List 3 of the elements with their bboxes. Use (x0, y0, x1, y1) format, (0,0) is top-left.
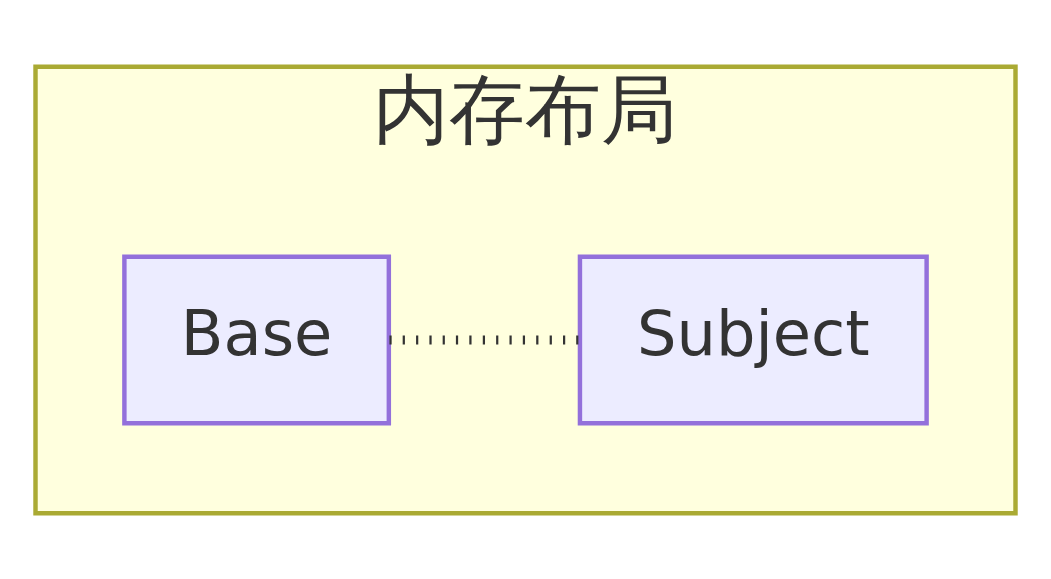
node-box: Base (122, 253, 392, 426)
connector (389, 335, 580, 344)
node-box: Subject (577, 253, 929, 426)
